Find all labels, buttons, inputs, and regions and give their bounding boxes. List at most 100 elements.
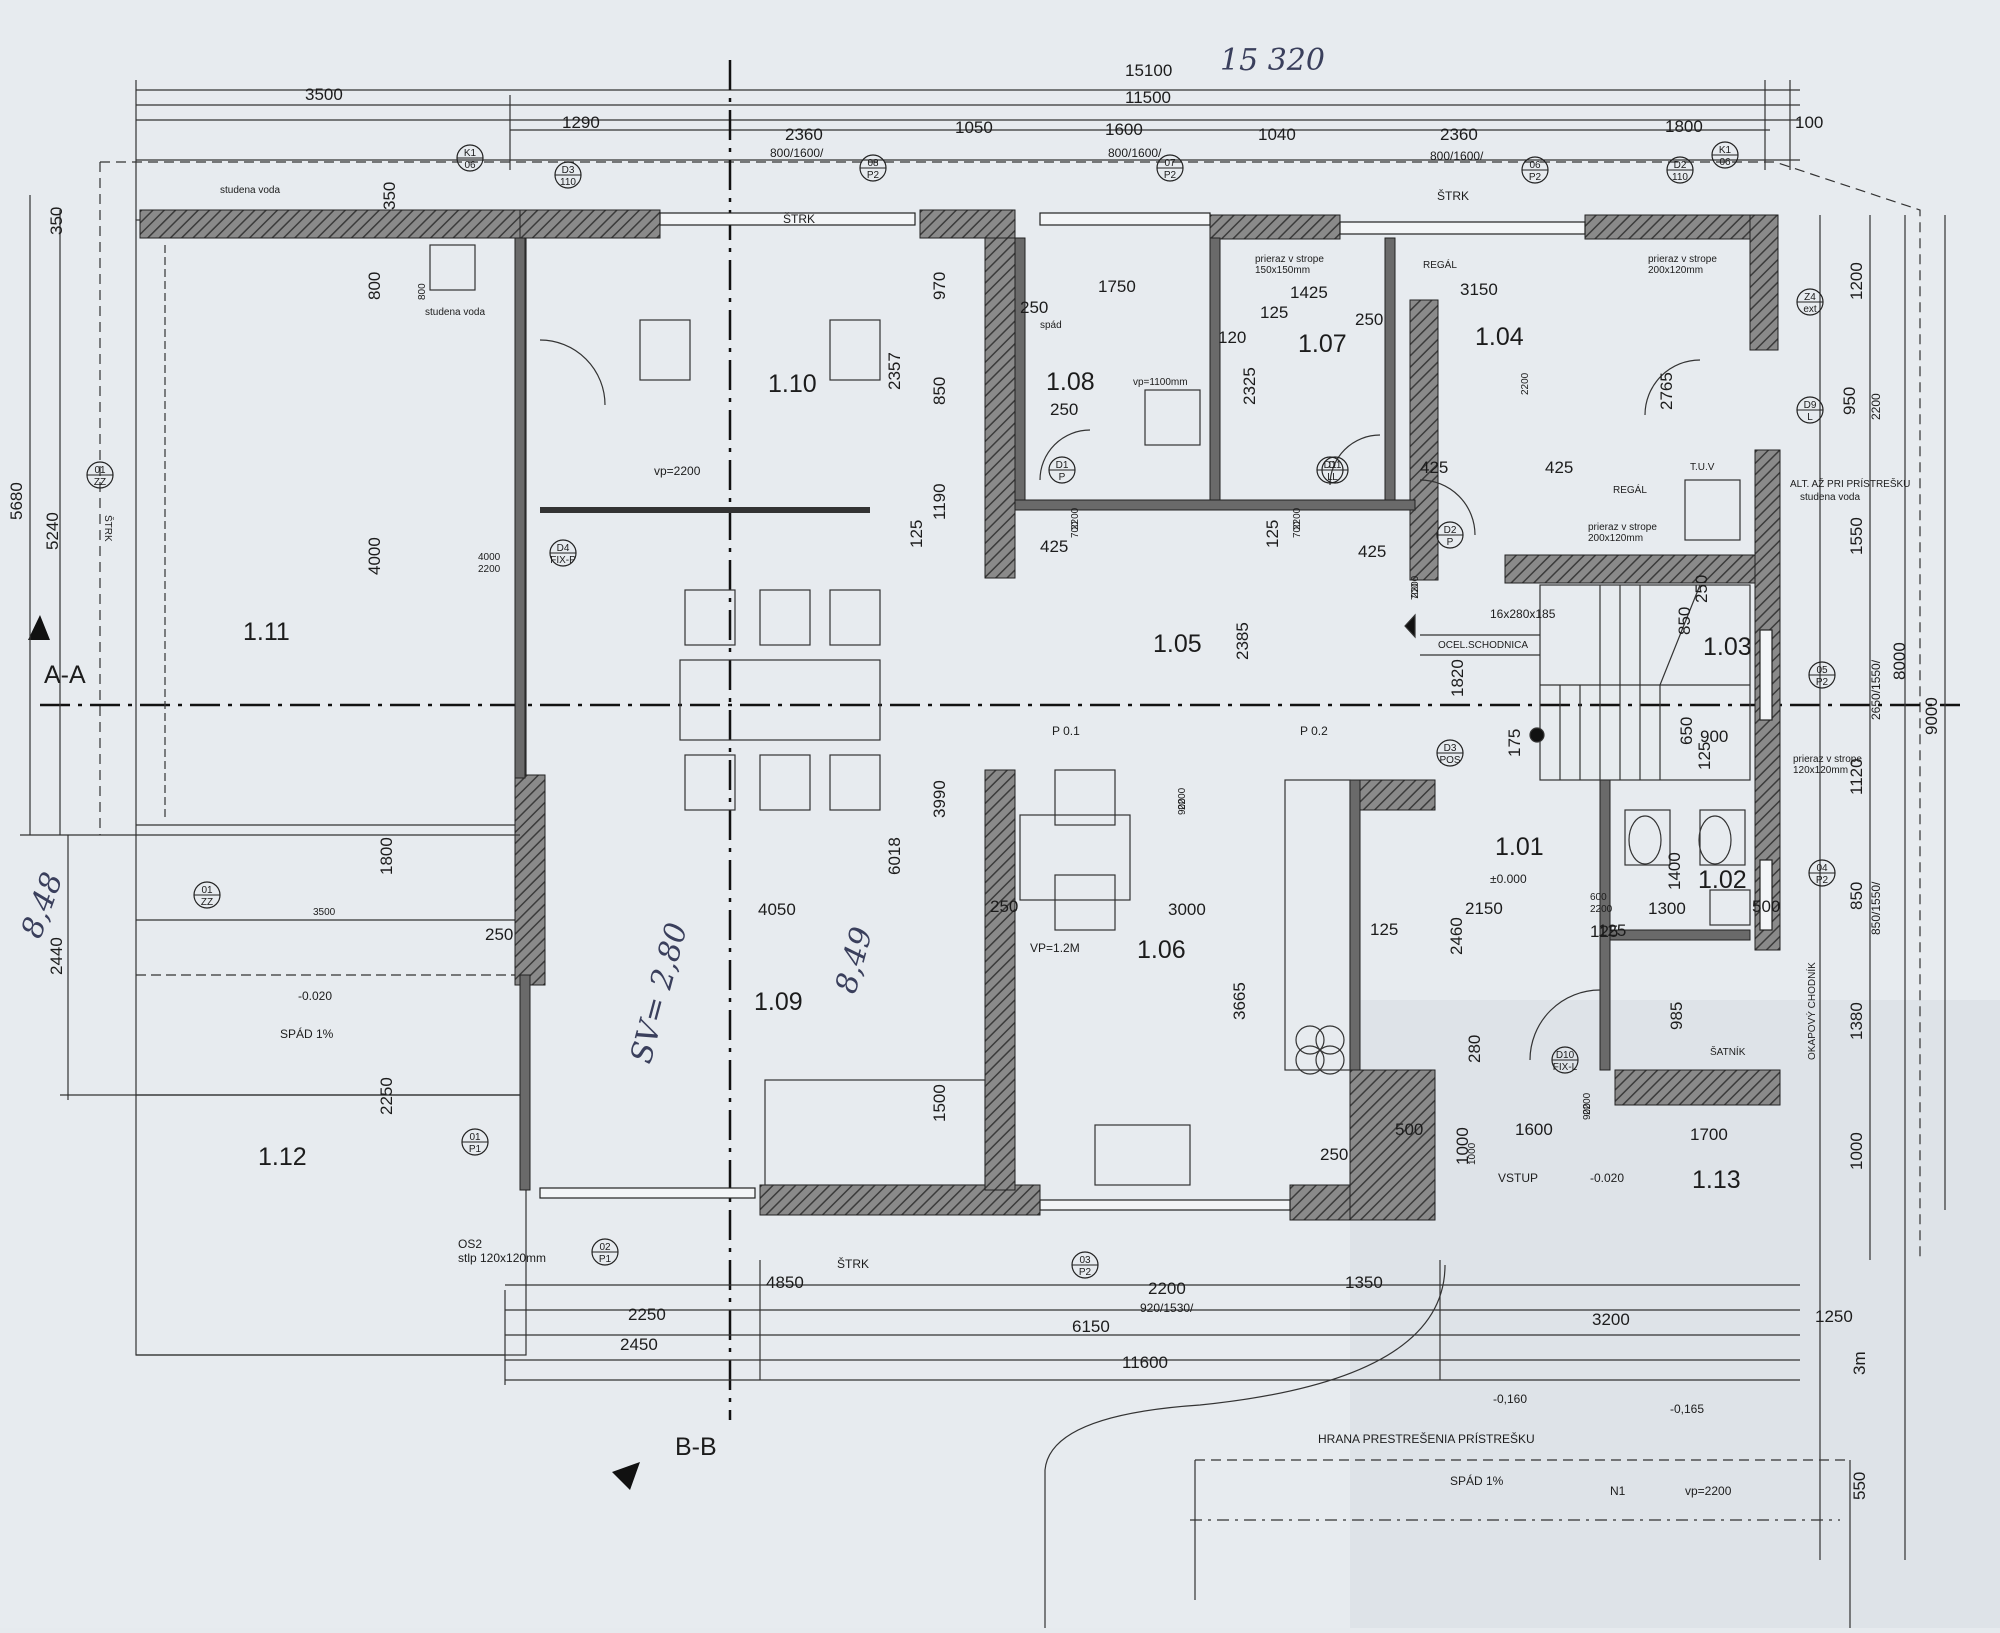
cold-water-1: studena voda: [220, 185, 280, 196]
room-1-02: 1.02: [1698, 866, 1747, 894]
dim-seg-1050: 1050: [955, 118, 993, 137]
interior-dimension: 1500: [930, 1084, 949, 1122]
interior-dimension: 850: [930, 377, 949, 405]
tag-top: D1: [1324, 460, 1337, 471]
tag-bottom: P2: [1529, 172, 1542, 183]
interior-dimension: 985: [1667, 1002, 1686, 1030]
level-entrance: -0.020: [1590, 1171, 1624, 1185]
room-labels: 1.01 1.02 1.03 1.04 1.05 1.06 1.07 1.08 …: [243, 323, 1752, 1194]
tag-bottom: P2: [1816, 677, 1829, 688]
interior-dimension: 125: [1263, 520, 1282, 548]
column-label: OS2: [458, 1237, 482, 1251]
top-dimension-lines: [135, 80, 1800, 220]
tag-bottom: 06: [1719, 157, 1731, 168]
interior-dimension: 2150: [1465, 899, 1503, 918]
vp-1100: vp=1100mm: [1133, 377, 1188, 388]
interior-dimension: 970: [930, 272, 949, 300]
tag-bottom: P2: [867, 170, 880, 181]
dim-bottom-11600: 11600: [1122, 1353, 1168, 1372]
bottom-dimension-lines: [136, 1260, 1851, 1628]
tag-top: D10: [1556, 1050, 1575, 1061]
eaves-path-label: OKAPOVÝ CHODNÍK: [1805, 962, 1818, 1060]
tag-top: D3: [562, 165, 575, 176]
dim-right-850-1550: 850/1550/: [1869, 881, 1883, 935]
vp-1-2m: VP=1.2M: [1030, 941, 1080, 955]
dim-bottom-4850: 4850: [766, 1273, 804, 1292]
interior-dimension: 700: [1410, 583, 1421, 600]
interior-dimension: 425: [1420, 458, 1448, 477]
interior-dimension: 1600: [1515, 1120, 1553, 1139]
dim-seg-1290: 1290: [562, 113, 600, 132]
opening-2: prieraz v strope: [1648, 254, 1717, 265]
dim-left-2250: 2250: [377, 1077, 396, 1115]
gravel-label-3: ŠTRK: [837, 1256, 869, 1271]
interior-dimension: 125: [1260, 303, 1288, 322]
section-arrow-bb: [612, 1462, 640, 1490]
dim-right-1550: 1550: [1847, 517, 1866, 555]
top-dimension-texts: 15 320 15100 11500 3500 1290 2360 1050 1…: [305, 43, 1823, 163]
tag-bottom: P1: [599, 1254, 612, 1265]
tag-bottom: P: [1059, 472, 1066, 483]
roof-outline: [99, 161, 1921, 1260]
dim-left-2440: 2440: [47, 937, 66, 975]
interior-dimension: 425: [1040, 537, 1068, 556]
dim-left-1800: 1800: [377, 837, 396, 875]
interior-dimension: 2200: [478, 564, 501, 575]
tag-bottom: L: [1332, 472, 1338, 483]
handwritten-total: 15 320: [1220, 43, 1325, 78]
tag-top: 06: [1529, 160, 1541, 171]
windows: [539, 212, 1773, 1211]
tag-top: K1: [1719, 145, 1732, 156]
door-swings: [539, 339, 1701, 1061]
dim-right-1120: 1120: [1847, 758, 1866, 795]
gravel-label-1: ŠTRK: [783, 211, 815, 226]
room-1-04: 1.04: [1475, 323, 1524, 351]
interior-walls: [514, 237, 1751, 1191]
tag-top: D2: [1444, 525, 1457, 536]
tag-top: 02: [599, 1242, 611, 1253]
section-bb-label: B-B: [675, 1433, 717, 1461]
interior-dimension: 1700: [1690, 1125, 1728, 1144]
entrance-label: VSTUP: [1498, 1171, 1538, 1185]
dim-right-550: 550: [1850, 1472, 1869, 1500]
tag-top: 07: [1164, 158, 1176, 169]
interior-dimension: 850: [1675, 607, 1694, 635]
tag-bottom: ZZ: [201, 897, 213, 908]
tag-top: 01: [469, 1132, 481, 1143]
interior-dimension: 2385: [1233, 622, 1252, 660]
exterior-walls: [139, 209, 1781, 1221]
interior-dimension: 125: [1695, 742, 1714, 770]
interior-dimension: 3665: [1230, 982, 1249, 1020]
dim-right-2650: 2650/1550/: [1869, 659, 1883, 720]
interior-dimension: 250: [990, 897, 1018, 916]
column-size: stlp 120x120mm: [458, 1251, 546, 1265]
interior-dimension: 800: [417, 283, 428, 300]
interior-dimension: 250: [1050, 400, 1078, 419]
element-tag: D9L: [1796, 396, 1824, 424]
staircase: [1404, 584, 1751, 781]
interior-dimension: 4000: [478, 552, 501, 563]
room-1-07: 1.07: [1298, 330, 1347, 358]
dim-bottom-window: 920/1530/: [1140, 1301, 1194, 1315]
dim-right-2200: 2200: [1869, 393, 1883, 420]
tag-bottom: P: [1447, 537, 1454, 548]
dim-inner-total: 11500: [1125, 88, 1171, 107]
room-1-03: 1.03: [1703, 633, 1752, 661]
dim-bottom-2450: 2450: [620, 1335, 658, 1354]
cold-water-3: studena voda: [1800, 492, 1860, 503]
interior-dimension: 2765: [1657, 372, 1676, 410]
tag-bottom: P1: [469, 1144, 482, 1155]
tag-bottom: L: [1807, 412, 1813, 423]
room-1-01: 1.01: [1495, 833, 1544, 861]
interior-dimension: 2200: [1590, 904, 1613, 915]
interior-dimension: 3000: [1168, 900, 1206, 919]
interior-dimension: 1820: [1448, 659, 1467, 697]
dim-bottom-2200: 2200: [1148, 1279, 1186, 1298]
